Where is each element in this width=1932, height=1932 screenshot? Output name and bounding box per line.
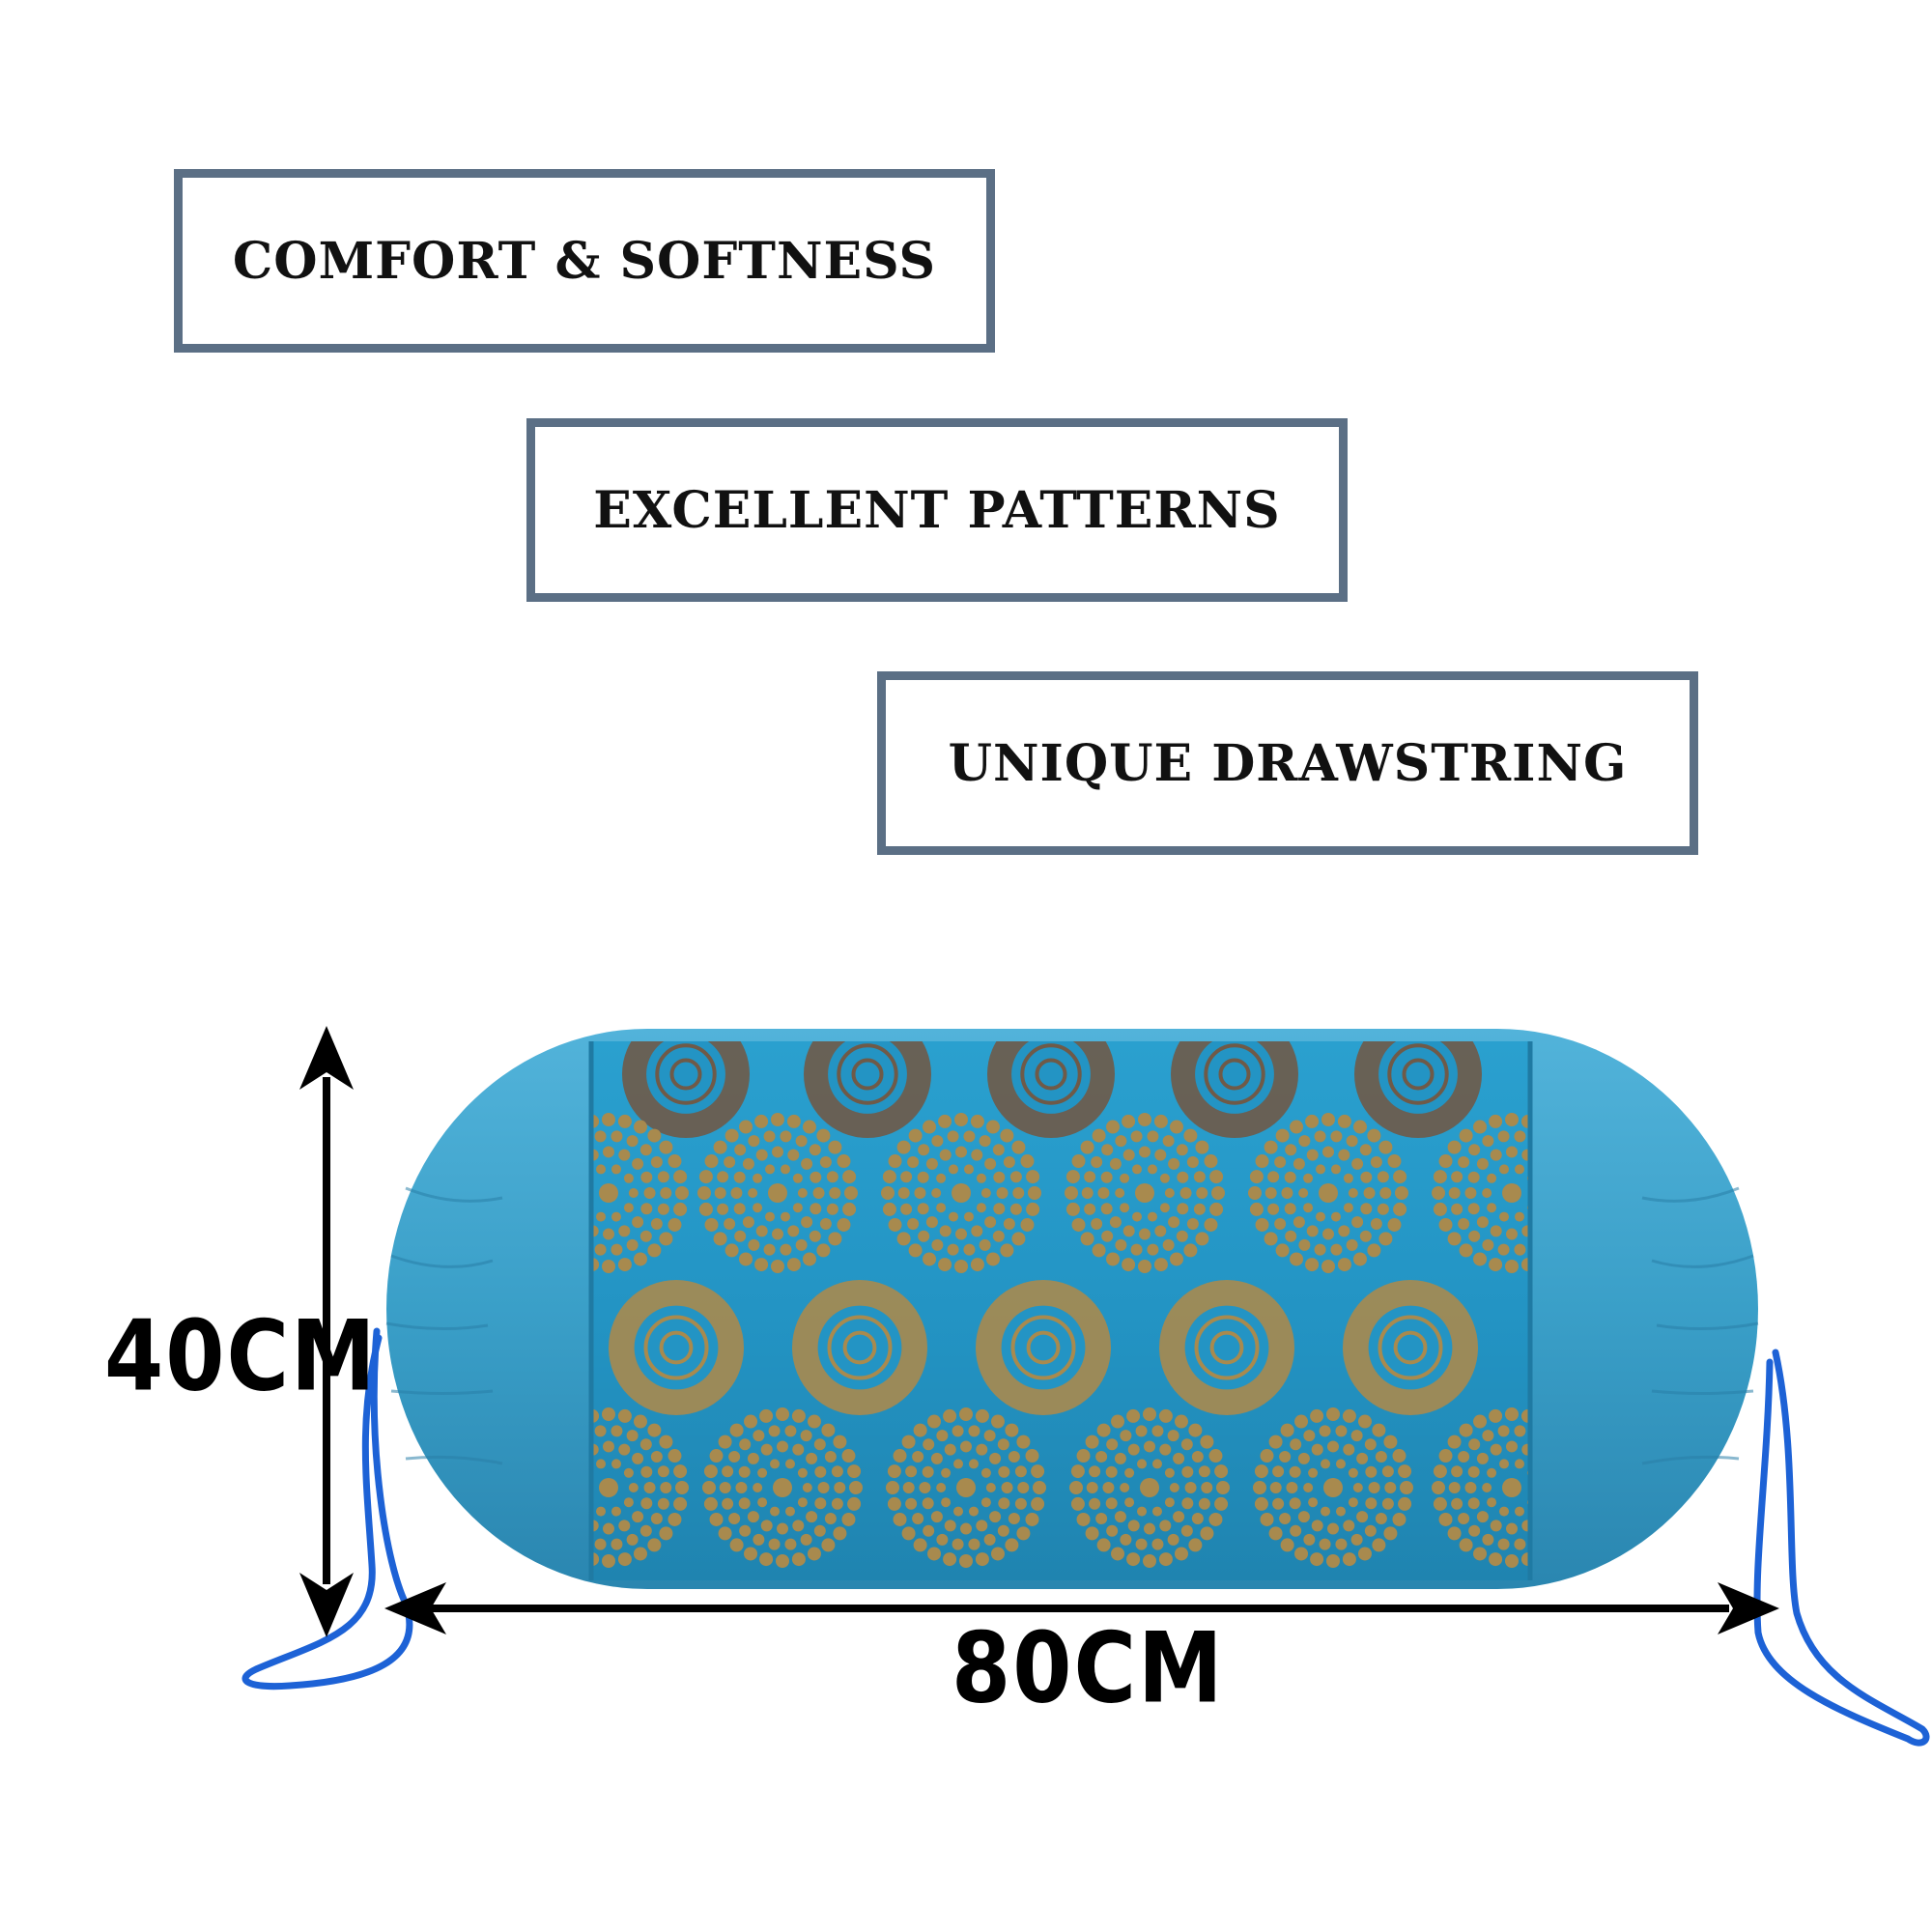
arrow-right-icon bbox=[1718, 1582, 1779, 1634]
dotted-medallion-motif bbox=[886, 1407, 1046, 1568]
solid-medallion-motif bbox=[1343, 1280, 1478, 1415]
solid-medallion-motif bbox=[792, 1280, 927, 1415]
arrow-left-icon bbox=[384, 1582, 446, 1634]
width-dimension-label: 80CM bbox=[952, 1610, 1225, 1725]
dotted-medallion-motif bbox=[881, 1113, 1041, 1273]
feature-box-comfort: COMFORT & SOFTNESS bbox=[174, 169, 995, 353]
dotted-medallion-motif bbox=[697, 1113, 858, 1273]
solid-medallion-motif bbox=[622, 1041, 750, 1138]
arrow-up-icon bbox=[299, 1026, 354, 1090]
solid-medallion-motif bbox=[609, 1280, 744, 1415]
solid-medallion-motif bbox=[1171, 1041, 1298, 1138]
dotted-medallion-motif bbox=[1248, 1113, 1408, 1273]
pillow-left-gathers bbox=[385, 1186, 503, 1465]
dotted-medallion-motif bbox=[702, 1407, 863, 1568]
solid-medallion-motif bbox=[976, 1280, 1111, 1415]
feature-label-patterns: EXCELLENT PATTERNS bbox=[593, 480, 1281, 540]
drawstring-left bbox=[242, 1327, 413, 1690]
feature-label-drawstring: UNIQUE DRAWSTRING bbox=[948, 733, 1628, 793]
height-dimension-label: 40CM bbox=[104, 1298, 378, 1413]
arrow-down-icon bbox=[299, 1573, 354, 1637]
solid-medallion-motif bbox=[987, 1041, 1115, 1138]
feature-box-patterns: EXCELLENT PATTERNS bbox=[526, 418, 1348, 602]
dotted-medallion-motif bbox=[1065, 1113, 1225, 1273]
dotted-medallion-motif bbox=[591, 1113, 689, 1273]
dotted-medallion-motif bbox=[1432, 1407, 1530, 1568]
dotted-medallion-motif bbox=[1069, 1407, 1230, 1568]
dotted-medallion-motif bbox=[1253, 1407, 1413, 1568]
pillow-right-gathers bbox=[1641, 1186, 1759, 1465]
drawstring-right bbox=[1753, 1349, 1930, 1747]
solid-medallion-motif bbox=[804, 1041, 931, 1138]
feature-box-drawstring: UNIQUE DRAWSTRING bbox=[877, 671, 1698, 855]
pillow-motifs bbox=[591, 1041, 1530, 1568]
solid-medallion-motif bbox=[1354, 1041, 1482, 1138]
feature-label-comfort: COMFORT & SOFTNESS bbox=[232, 231, 937, 291]
solid-medallion-motif bbox=[1159, 1280, 1294, 1415]
